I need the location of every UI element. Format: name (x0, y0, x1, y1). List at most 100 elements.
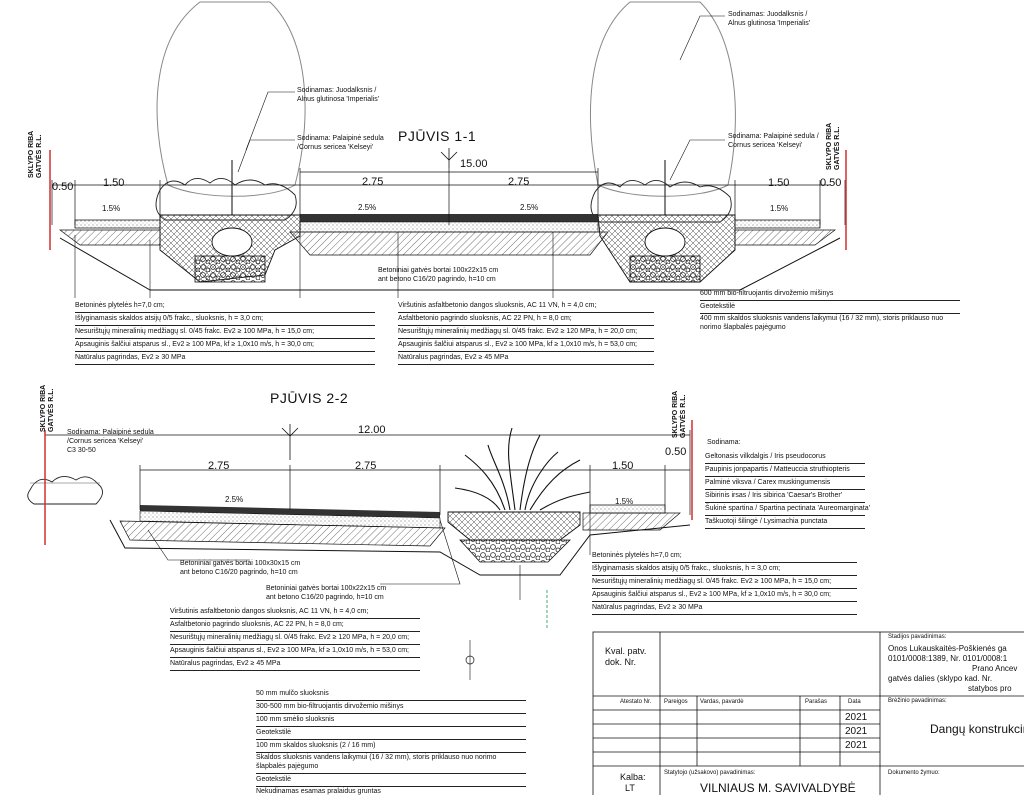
stadijos-label: Stadijos pavadinimas: (888, 634, 947, 640)
legend-row: 100 mm smėlio sluoksnis (256, 714, 526, 727)
address-line: gatvės dalies (sklypo kad. Nr. (888, 674, 993, 683)
pareigos-label: Pareigos (664, 699, 688, 705)
legend-row: Išlyginamasis skaldos atsijų 0/5 frakc.,… (592, 563, 857, 576)
shrub-s2 (27, 476, 103, 505)
legend-row: norimo šlapbalės pajėgumo (700, 324, 786, 331)
legend-row: Natūralus pagrindas, Ev2 ≥ 30 MPa (75, 352, 375, 365)
slope-label: 1.5% (102, 204, 121, 213)
dim-right-side: 1.50 (768, 177, 790, 189)
legend-row: Natūralus pagrindas, Ev2 ≥ 45 MPa (170, 658, 420, 671)
title-block-frame (592, 631, 1024, 795)
curb-label: ant betono C16/20 pagrindo, h=10 cm (378, 276, 496, 283)
curb-label: Betoniniai gatvės bortai 100x22x15 cm (378, 267, 499, 274)
grasses-cluster (454, 427, 591, 511)
plant-item: Paupinis jonpapartis / Matteuccia struth… (705, 464, 865, 477)
dim-left-edge: 0.50 (52, 181, 74, 193)
legend-row: Nesurištųjų mineralinių medžiagų sl. 0/4… (75, 326, 375, 339)
kalba-label: Kalba: (620, 772, 646, 782)
kalba-value: LT (625, 783, 635, 793)
parasas-label: Parašas (805, 699, 828, 705)
slope-label: 2.5% (358, 203, 377, 212)
legend-row: 100 mm skaldos sluoksnis (2 / 16 mm) (256, 740, 526, 753)
legend-row: Natūralus pagrindas, Ev2 ≥ 45 MPa (398, 352, 654, 365)
legend-row: Apsauginis šalčiui atsparus sl., Ev2 ≥ 1… (170, 645, 420, 658)
legend-row: Natūralus pagrindas, Ev2 ≥ 30 MPa (592, 602, 857, 615)
section-2-title: PJŪVIS 2-2 (270, 390, 349, 406)
section-1-title: PJŪVIS 1-1 (398, 128, 477, 144)
shrub-label: Sodinama: Palaipinė sedula (67, 429, 154, 436)
address-line: statybos pro (968, 684, 1012, 693)
legend-row: 50 mm mulčo sluoksnis (256, 688, 526, 701)
address-line: 0101/0008:1389, Nr. 0101/0008:1 (888, 654, 1008, 663)
year-value: 2021 (845, 712, 868, 723)
address-line: Prano Ancev (972, 664, 1018, 673)
slope-label: 2.5% (520, 203, 539, 212)
legend-row: 300-500 mm bio-filtruojantis dirvožemio … (256, 701, 526, 714)
plant-item: Sibirinis irsas / Iris sibirica 'Caesar'… (705, 490, 865, 503)
legend-row: Apsauginis šalčiui atsparus sl., Ev2 ≥ 1… (398, 339, 654, 352)
statytojas-value: VILNIAUS M. SAVIVALDYBĖ (700, 781, 856, 795)
legend-row: Geotekstilė (700, 301, 960, 314)
slope-label: 2.5% (225, 495, 244, 504)
plant-item: Šukinė spartina / Spartina pectinata 'Au… (705, 503, 870, 516)
dim-left-side: 1.50 (103, 177, 125, 189)
dim-total-s2: 12.00 (358, 424, 386, 436)
legend-row: šlapbalės pajėgumo (256, 761, 526, 774)
slope-label: 1.5% (770, 204, 789, 213)
legend-row: Nesurištųjų mineralinių medžiagų sl. 0/4… (592, 576, 857, 589)
dim-total-s1: 15.00 (460, 158, 488, 170)
vardas-label: Vardas, pavardė (700, 699, 744, 705)
legend-row: Viršutinis asfaltbetonio dangos sluoksni… (170, 606, 420, 619)
plants-header: Sodinama: (707, 439, 741, 446)
legend-row: Išlyginamasis skaldos atsijų 0/5 frakc.,… (75, 313, 375, 326)
section-1-drawing (49, 1, 847, 298)
section-2-drawing (27, 420, 693, 680)
dim-right-edge: 0.50 (820, 177, 842, 189)
legend-row: Nekudinamas esamas pralaidus gruntas (256, 788, 381, 795)
tree-canopy-left (156, 1, 306, 197)
tree-label: Alnus glutinosa 'Imperialis' (297, 96, 380, 103)
tree-canopy-right (590, 1, 736, 197)
shrub-label: /Cornus sericea 'Kelseyi' (67, 438, 144, 445)
tree-label: Alnus glutinosa 'Imperialis' (728, 20, 811, 27)
tree-label: Sodinamas: Juodalksnis / (728, 11, 808, 18)
shrub-label: Sodinama: Palaipinė sedula (297, 135, 384, 142)
curb-label: ant betono C16/20 pagrindo, h=10 cm (180, 569, 298, 576)
legend-row: 600 mm bio-filtruojantis dirvožemio miši… (700, 288, 960, 301)
data-label: Data (848, 699, 861, 705)
kval-label: Kval. patv. (605, 646, 647, 656)
atestato-label: Atestato Nr. (620, 699, 652, 705)
shrub-label: Cornus sericea 'Kelseyi' (728, 142, 803, 149)
address-line: Onos Lukauskaitės-Poškienės ga (888, 644, 1007, 653)
curb-label: ant betono C16/20 pagrindo, h=10 cm (266, 594, 384, 601)
shrub-label: C3 30-50 (67, 447, 96, 454)
legend-row: Nesurištųjų mineralinių medžiagų sl. 0/4… (398, 326, 654, 339)
dim-s2-left-road: 2.75 (208, 460, 230, 472)
dim-s2-right-road: 2.75 (355, 460, 377, 472)
plant-item: Taškuotoji šilingė / Lysimachia punctata (705, 516, 865, 529)
curb-label: Betoniniai gatvės bortai 100x22x15 cm (266, 585, 387, 592)
legend-row: Betoninės plytelės h=7,0 cm; (592, 550, 857, 563)
legend-row: Asfaltbetonio pagrindo sluoksnis, AC 22 … (170, 619, 420, 632)
legend-row: Skaldos sluoksnis vandens laikymui (16 /… (256, 754, 497, 761)
brezinio-label: Brėžinio pavadinimas: (888, 698, 947, 704)
legend-row: Betoninės plytelės h=7,0 cm; (75, 300, 375, 313)
dokumento-label: Dokumento žymuo: (888, 770, 940, 776)
legend-row: Asfaltbetonio pagrindo sluoksnis, AC 22 … (398, 313, 654, 326)
legend-row: Apsauginis šalčiui atsparus sl., Ev2 ≥ 1… (75, 339, 375, 352)
year-value: 2021 (845, 726, 868, 737)
legend-row: Nesurištųjų mineralinių medžiagų sl. 0/4… (170, 632, 420, 645)
legend-row: 400 mm skaldos sluoksnis vandens laikymu… (700, 315, 944, 322)
legend-row: Geotekstilė (256, 727, 526, 740)
year-value: 2021 (845, 740, 868, 751)
curb-label: Betoniniai gatvės bortai 100x30x15 cm (180, 560, 301, 567)
dim-s2-side: 1.50 (612, 460, 634, 472)
legend-row: Viršutinis asfaltbetonio dangos sluoksni… (398, 300, 654, 313)
kval-label: dok. Nr. (605, 657, 637, 667)
shrub-label: /Cornus sericea 'Kelseyi' (297, 144, 374, 151)
dim-s2-edge: 0.50 (665, 446, 687, 458)
